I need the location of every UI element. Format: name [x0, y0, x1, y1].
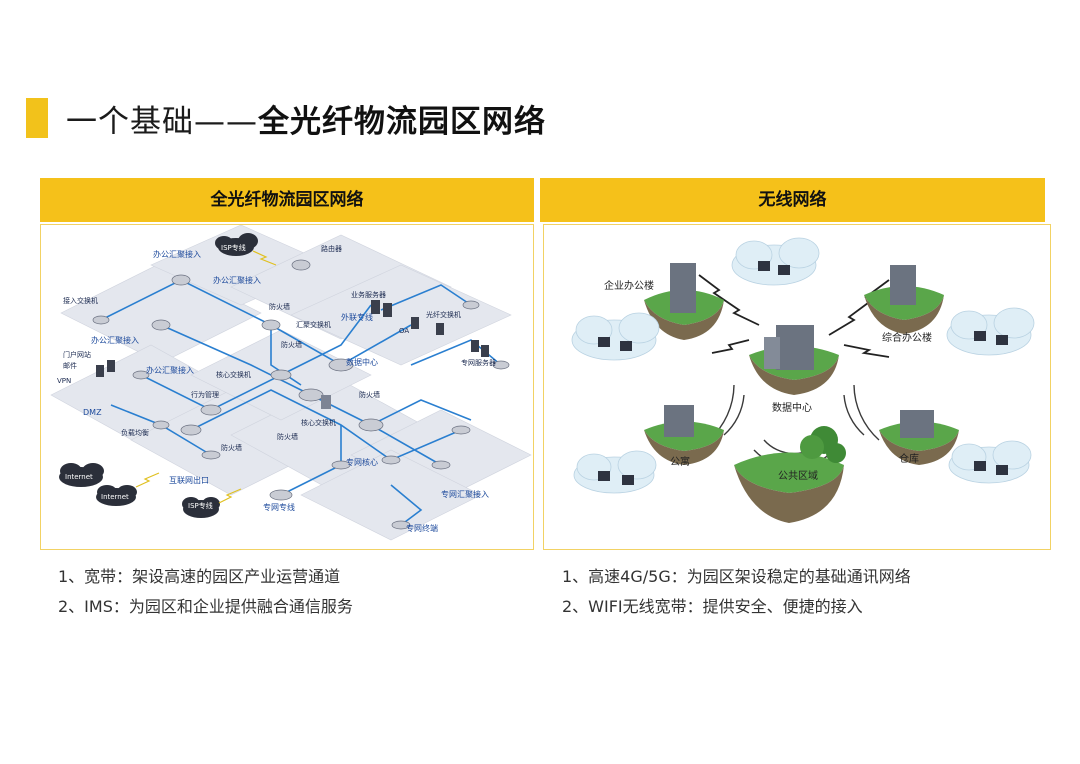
page-title-main: 全光纤物流园区网络 — [258, 104, 546, 140]
datacenter-label: 数据中心 — [346, 357, 378, 367]
wireless-network-svg: 企业办公楼 综合办公楼 数据中心 公寓 仓库 公共区域 — [571, 237, 1035, 523]
firewall-label-1: 防火墙 — [269, 302, 290, 311]
page-title-prefix: 一个基础—— — [66, 104, 258, 140]
internet-label-1: Internet — [65, 473, 93, 481]
fiber-network-diagram: ISP专线 ISP专线 Internet Internet 办公汇聚接入 办公汇… — [40, 224, 534, 550]
cloud-icon — [215, 233, 258, 256]
wireless-notes: 1、高速4G/5G：为园区架设稳定的基础通讯网络 2、WIFI无线宽带：提供安全… — [562, 562, 911, 622]
fiber-note-1: 1、宽带：架设高速的园区产业运营通道 — [58, 567, 341, 586]
island-enterprise-office — [644, 263, 724, 340]
enterprise-office-label: 企业办公楼 — [604, 279, 654, 292]
private-agg-label-2: 专网终端 — [406, 523, 438, 533]
page-title: 一个基础——全光纤物流园区网络 — [66, 96, 546, 141]
core-switch-label: 核心交换机 — [216, 370, 251, 379]
complex-office-label: 综合办公楼 — [882, 331, 932, 344]
fiber-notes: 1、宽带：架设高速的园区产业运营通道 2、IMS：为园区和企业提供融合通信服务 — [58, 562, 353, 622]
wireless-note-1: 1、高速4G/5G：为园区架设稳定的基础通讯网络 — [562, 567, 911, 586]
private-server-label: 专网服务器 — [461, 358, 496, 367]
firewall-label-5: 防火墙 — [221, 443, 242, 452]
firewall-label-4: 防火墙 — [277, 432, 298, 441]
fiber-note-2: 2、IMS：为园区和企业提供融合通信服务 — [58, 597, 353, 616]
firewall-label-3: 防火墙 — [359, 390, 380, 399]
fiber-network-svg: ISP专线 ISP专线 Internet Internet 办公汇聚接入 办公汇… — [50, 225, 532, 541]
office-agg-label-1: 办公汇聚接入 — [153, 249, 201, 259]
building-icon — [900, 410, 934, 438]
portal-label: 门户网站 — [63, 350, 91, 359]
island-datacenter — [749, 325, 839, 395]
warehouse-label: 仓库 — [899, 452, 919, 465]
wan-links — [135, 250, 277, 504]
computer-icon — [598, 261, 1008, 485]
island-complex-office — [864, 265, 944, 334]
behavior-label: 行为管理 — [191, 390, 219, 399]
agg-switch-label: 汇聚交换机 — [296, 320, 331, 329]
vpn-label: VPN — [57, 377, 71, 385]
wireless-note-2: 2、WIFI无线宽带：提供安全、便捷的接入 — [562, 597, 863, 616]
island-public-area — [734, 426, 846, 523]
private-core-label: 专网核心 — [346, 457, 378, 467]
fiber-switch-label: 光纤交换机 — [426, 310, 461, 319]
access-switch-label: 接入交换机 — [63, 296, 98, 305]
core-switch-label-2: 核心交换机 — [301, 418, 336, 427]
oa-label: OA — [399, 327, 409, 335]
wireless-network-panel: 无线网络 — [540, 178, 1051, 550]
wireless-network-header: 无线网络 — [540, 178, 1045, 222]
public-area-label: 公共区域 — [778, 469, 818, 482]
private-line-label: 专网专线 — [263, 502, 295, 512]
office-agg-label-3: 办公汇聚接入 — [91, 335, 139, 345]
building-icon — [664, 405, 694, 437]
firewall-label-2: 防火墙 — [281, 340, 302, 349]
island-warehouse — [879, 410, 959, 465]
cloud-icon — [59, 463, 137, 506]
fiber-network-panel: 全光纤物流园区网络 — [40, 178, 534, 550]
isp-line-label-2: ISP专线 — [188, 501, 213, 510]
lb-label: 负载均衡 — [121, 428, 149, 437]
private-agg-label: 专网汇聚接入 — [441, 489, 489, 499]
wireless-network-diagram: 企业办公楼 综合办公楼 数据中心 公寓 仓库 公共区域 — [543, 224, 1051, 550]
island-apartment — [644, 405, 724, 465]
internet-label-2: Internet — [101, 493, 129, 501]
datacenter-label: 数据中心 — [772, 401, 812, 414]
biz-server-label: 业务服务器 — [351, 290, 386, 299]
mail-label: 邮件 — [63, 361, 77, 370]
cloud-icon — [571, 237, 1035, 494]
internet-exit-label: 互联网出口 — [169, 475, 209, 485]
office-agg-label-4: 办公汇聚接入 — [146, 365, 194, 375]
server-icon — [96, 300, 489, 409]
core-switch-label-main: 外联专线 — [341, 312, 373, 322]
cloud-icon — [182, 497, 220, 518]
building-icon — [890, 265, 916, 305]
title-accent-bar — [26, 98, 48, 138]
isp-line-label-1: ISP专线 — [221, 243, 246, 252]
dmz-label: DMZ — [83, 408, 102, 417]
fiber-network-header: 全光纤物流园区网络 — [40, 178, 534, 222]
router-icon — [92, 259, 510, 530]
apartment-label: 公寓 — [670, 455, 690, 468]
building-icon — [670, 263, 696, 313]
building-icon — [776, 325, 814, 370]
office-agg-label-2: 办公汇聚接入 — [213, 275, 261, 285]
router-label: 路由器 — [321, 244, 342, 253]
